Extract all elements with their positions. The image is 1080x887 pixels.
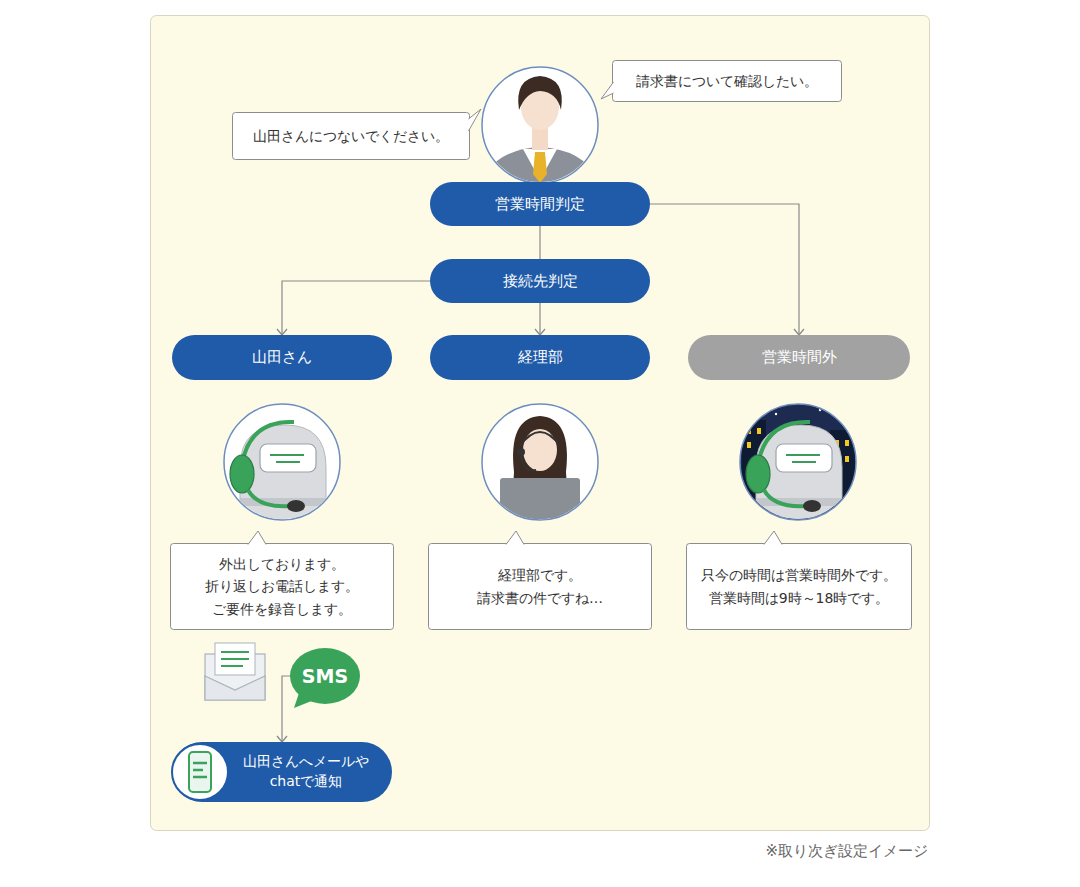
operator-icon — [488, 416, 592, 525]
decision-pill: 営業時間判定 — [430, 182, 650, 226]
caller-icon — [478, 76, 602, 195]
night-robot-icon — [746, 422, 842, 542]
mail-icon — [205, 643, 265, 700]
destination-pill: 経理部 — [430, 335, 650, 380]
bubble-outline — [686, 543, 912, 630]
bubble-tail — [248, 531, 266, 545]
night-robot-icon — [759, 409, 761, 411]
bubble-box — [687, 544, 912, 630]
caller-icon — [518, 76, 562, 110]
bubble-tail — [469, 109, 482, 131]
mail-icon — [221, 651, 249, 653]
node-text: 営業時間判定 — [495, 195, 585, 214]
operator-icon — [523, 429, 557, 471]
node-text: 山田さんへメールや chatで通知 — [230, 752, 382, 791]
mail-icon — [221, 658, 249, 660]
destination-pill: 山田さん — [172, 335, 392, 380]
operator-icon — [520, 432, 560, 446]
night-robot-icon — [775, 413, 777, 415]
connector — [282, 676, 290, 742]
operator-icon — [500, 478, 580, 524]
night-robot-icon — [845, 456, 849, 462]
background-panel — [151, 16, 930, 831]
mail-icon — [221, 665, 243, 667]
bubble-tail — [506, 531, 524, 545]
decision-pill: 接続先判定 — [430, 259, 650, 303]
bubble-box — [233, 113, 470, 160]
phone-icon — [172, 742, 230, 802]
bubble-tail — [601, 82, 614, 99]
node-text: 山田さんにつないでください。 — [253, 125, 449, 147]
speech-bubble: 山田さんにつないでください。 — [232, 112, 470, 160]
chat-line — [193, 762, 207, 765]
robot-icon — [230, 422, 326, 542]
connector — [650, 204, 799, 335]
caller-icon — [533, 152, 547, 183]
chat-line — [193, 776, 207, 779]
sms-bubble: SMS — [290, 648, 360, 704]
bubble-tail — [764, 531, 782, 545]
caller-icon — [482, 67, 598, 183]
caller-icon — [478, 67, 602, 195]
bubble-outline — [428, 543, 652, 630]
phone-circle — [172, 744, 228, 800]
node-text: 外出しております。 折り返しお電話します。 ご要件を録音します。 — [180, 553, 384, 620]
night-robot-icon — [839, 419, 841, 421]
operator-icon — [517, 448, 525, 456]
speech-bubble: 経理部です。 請求書の件ですね… — [428, 543, 652, 630]
speech-bubble: 請求書について確認したい。 — [612, 60, 842, 102]
node-text: 請求書について確認したい。 — [636, 70, 818, 92]
speech-bubble: 只今の時間は営業時間外です。 営業時間は9時～18時です。 — [686, 543, 912, 630]
night-robot-icon — [747, 442, 751, 448]
node-text: SMS — [302, 665, 348, 687]
caption: ※取り次ぎ設定イメージ — [765, 842, 928, 861]
node-text: 只今の時間は営業時間外です。 営業時間は9時～18時です。 — [696, 564, 902, 609]
bubble-box — [171, 544, 394, 630]
notify-pill: 山田さんへメールや chatで通知 — [172, 742, 392, 802]
night-robot-icon — [845, 440, 849, 446]
night-robot-icon — [747, 428, 751, 434]
connector — [282, 281, 430, 335]
node-text: 営業時間外 — [762, 348, 837, 367]
speech-bubble: 外出しております。 折り返しお電話します。 ご要件を録音します。 — [170, 543, 394, 630]
night-robot-icon — [742, 409, 856, 542]
mail-icon — [215, 643, 255, 675]
robot-icon — [230, 422, 326, 542]
night-robot-icon — [740, 404, 856, 542]
node-text: 接続先判定 — [503, 272, 578, 291]
bubble-box — [429, 544, 652, 630]
mail-icon — [205, 676, 265, 700]
night-robot-icon — [819, 409, 821, 411]
bubble-box — [613, 61, 842, 102]
node-text: 経理部 — [518, 348, 563, 367]
night-robot-icon — [759, 409, 841, 421]
connector — [539, 226, 540, 259]
night-robot-icon — [757, 428, 761, 434]
connector — [539, 303, 540, 335]
operator-icon — [521, 456, 536, 470]
background-panel — [151, 16, 930, 831]
destination-pill: 営業時間外 — [688, 335, 910, 380]
node-text: 経理部です。 請求書の件ですね… — [438, 564, 642, 609]
sms-tail — [294, 690, 314, 708]
robot-icon — [224, 404, 340, 542]
operator-icon — [482, 404, 598, 525]
phone-body — [189, 752, 211, 792]
node-text: 山田さん — [252, 348, 312, 367]
chat-line — [193, 769, 203, 772]
